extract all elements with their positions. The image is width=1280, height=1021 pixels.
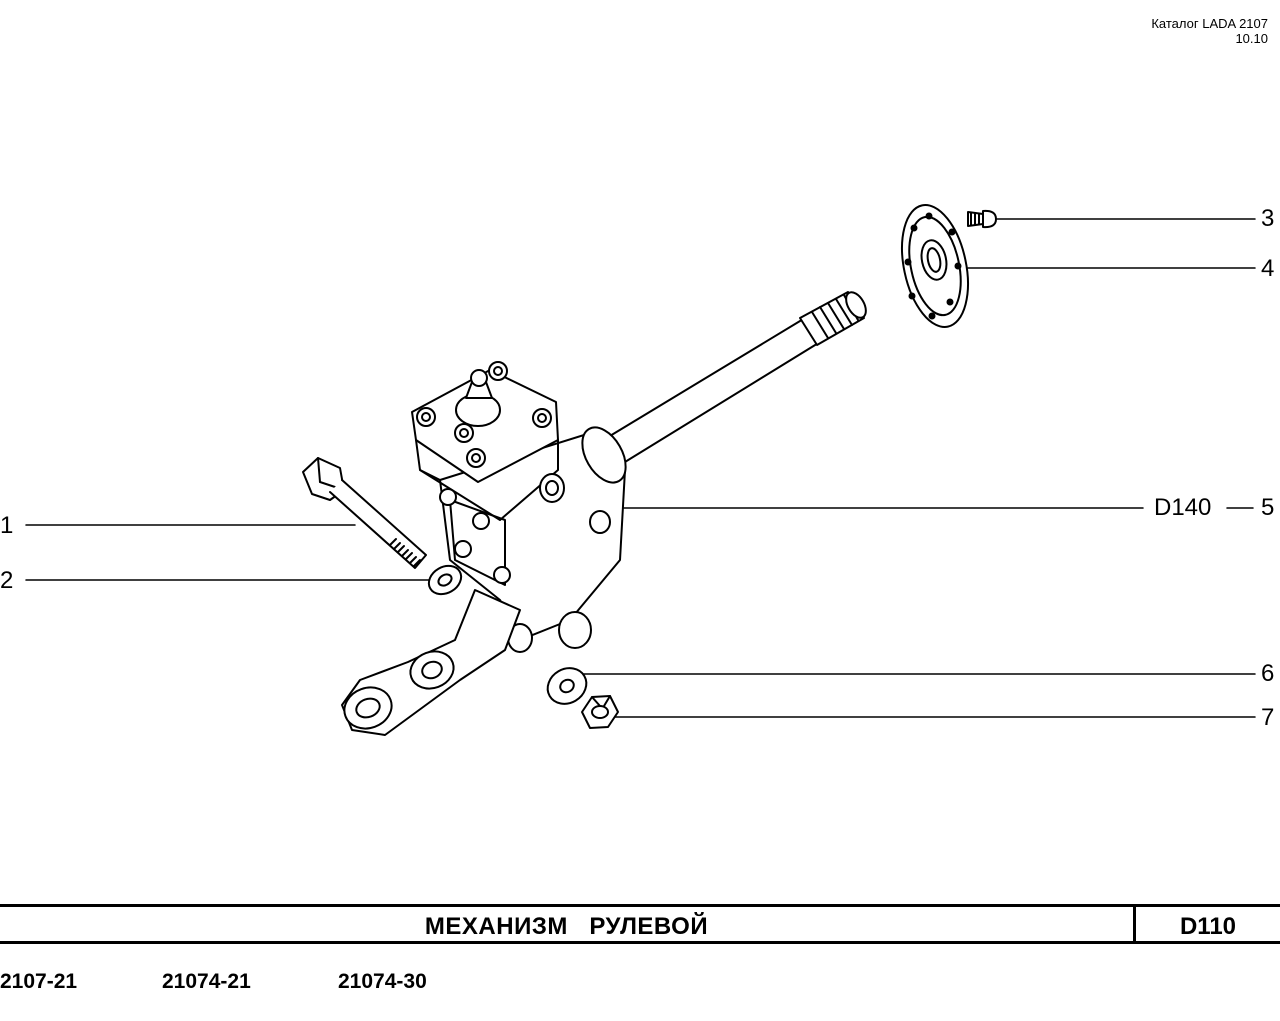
- model-list: 2107-21 21074-21 21074-30: [0, 970, 1280, 996]
- callout-6: 6: [1261, 660, 1275, 687]
- washer-part-2: [427, 564, 463, 596]
- page-code: D110: [1179, 913, 1237, 940]
- gear-housing: [411, 369, 627, 653]
- callout-2: 2: [0, 567, 14, 594]
- section-title: МЕХАНИЗМ РУЛЕВОЙ: [424, 913, 709, 940]
- catalog-header: Каталог LADA 2107: [1151, 16, 1268, 31]
- callout-3: 3: [1261, 205, 1275, 232]
- leader-lines: [25, 218, 1256, 718]
- seal-cover-part-4: [901, 204, 969, 328]
- callout-4: 4: [1261, 255, 1275, 282]
- nut-part-7: [581, 695, 619, 729]
- bolt-part-1: [302, 457, 427, 569]
- callout-1: 1: [0, 512, 14, 539]
- input-shaft: [594, 291, 867, 471]
- catalog-edition: 10.10: [1235, 31, 1268, 46]
- pitman-arm: [341, 589, 521, 736]
- washer-part-6: [546, 667, 588, 705]
- screw-part-3: [967, 209, 997, 229]
- callout-5: 5: [1261, 494, 1275, 521]
- title-block: МЕХАНИЗМ РУЛЕВОЙ D110: [0, 904, 1280, 944]
- callout-7: 7: [1261, 704, 1275, 731]
- model-code: 21074-30: [338, 970, 427, 993]
- callout-5-reference: D140: [1154, 494, 1212, 521]
- adjusting-screw: [455, 369, 501, 427]
- model-code: 2107-21: [0, 970, 78, 993]
- cover-bolts: [416, 361, 552, 584]
- model-code: 21074-21: [162, 970, 251, 993]
- title-divider: [1133, 907, 1136, 941]
